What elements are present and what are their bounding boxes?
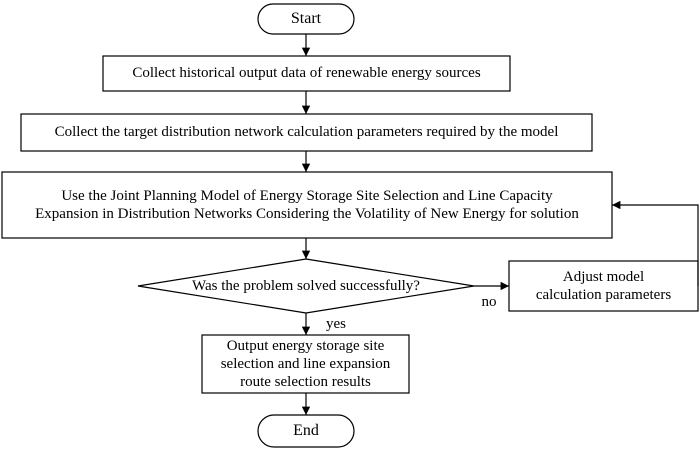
arrow-adjust-to-solve [612, 200, 699, 286]
collect-parameters-label: Collect the target distribution network … [54, 124, 559, 141]
solve-model-line-2: Expansion in Distribution Networks Consi… [35, 206, 579, 222]
edge-label-yes: yes [326, 315, 346, 332]
start-label: Start [290, 10, 322, 28]
solve-model-box [1, 171, 613, 239]
edge-label-no: no [481, 293, 497, 310]
solve-model-label: Use the Joint Planning Model of Energy S… [2, 172, 612, 238]
collect-historical-label: Collect historical output data of renewa… [132, 65, 481, 82]
solve-model-line-1: Use the Joint Planning Model of Energy S… [61, 187, 553, 204]
output-label: Output energy storage site selection and… [202, 335, 409, 393]
end-label: End [293, 422, 319, 440]
output-line-2: selection and line expansion [220, 355, 391, 372]
decision-label: Was the problem solved successfully? [192, 277, 420, 294]
output-box [201, 334, 410, 394]
adjust-line-2: calculation parameters [535, 287, 672, 303]
collect-historical-box [102, 55, 511, 92]
adjust-label: Adjust model calculation parameters [509, 261, 698, 311]
output-line-1: Output energy storage site [226, 337, 385, 354]
output-line-3: route selection results [240, 374, 371, 391]
adjust-line-1: Adjust model [562, 268, 645, 285]
